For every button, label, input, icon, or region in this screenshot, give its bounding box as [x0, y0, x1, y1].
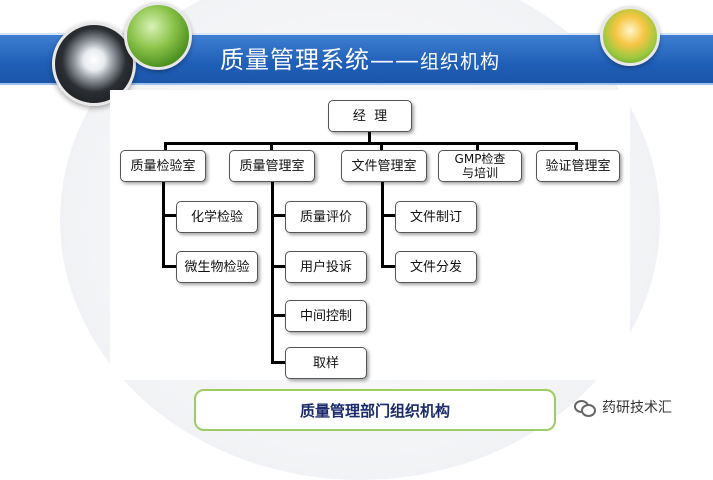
title-main: 质量管理系统 [220, 46, 370, 74]
connector-qc-2 [162, 265, 178, 268]
node-gmp-training: GMP检查 与培训 [438, 150, 522, 182]
connector-doc-2 [381, 265, 397, 268]
title-sub: 组织机构 [420, 51, 501, 73]
node-qm-office: 质量管理室 [229, 150, 315, 182]
node-doc-drafting: 文件制订 [395, 201, 477, 233]
chart-caption: 质量管理部门组织机构 [194, 389, 556, 431]
connector-doc-1 [381, 214, 397, 217]
node-validation-office: 验证管理室 [536, 150, 620, 182]
connector-qc-1 [162, 214, 178, 217]
connector-dept-1 [164, 142, 167, 152]
watermark: 药研技术汇 [574, 395, 672, 419]
node-sampling: 取样 [285, 347, 367, 379]
connector-qm-3 [271, 314, 287, 317]
connector-dept-3 [380, 142, 383, 152]
leaf-image [124, 2, 192, 70]
connector-qm-spine [271, 182, 274, 363]
wechat-icon [574, 398, 596, 417]
watermark-text: 药研技术汇 [602, 400, 672, 416]
page-title: 质量管理系统——组织机构 [220, 40, 500, 75]
node-manager: 经 理 [328, 100, 412, 132]
node-complaints: 用户投诉 [285, 251, 367, 283]
node-micro-test: 微生物检验 [176, 251, 258, 283]
connector-dept-4 [476, 142, 479, 152]
connector-qc-spine [162, 182, 165, 267]
node-quality-eval: 质量评价 [285, 201, 367, 233]
node-qc-lab: 质量检验室 [120, 150, 206, 182]
node-chemical-test: 化学检验 [176, 201, 258, 233]
connector-qm-2 [271, 265, 287, 268]
connector-top-bus [164, 142, 578, 145]
connector-root-down [368, 132, 371, 144]
connector-qm-1 [271, 214, 287, 217]
connector-doc-spine [381, 182, 384, 267]
grass-image [600, 6, 660, 66]
node-doc-office: 文件管理室 [341, 150, 427, 182]
org-chart: 经 理 质量检验室 质量管理室 文件管理室 GMP检查 与培训 验证管理室 化学… [110, 90, 630, 380]
node-in-process-control: 中间控制 [285, 300, 367, 332]
connector-dept-2 [270, 142, 273, 152]
connector-qm-4 [271, 361, 287, 364]
node-doc-distribution: 文件分发 [395, 251, 477, 283]
title-dash: —— [370, 46, 420, 74]
connector-dept-5 [575, 142, 578, 152]
